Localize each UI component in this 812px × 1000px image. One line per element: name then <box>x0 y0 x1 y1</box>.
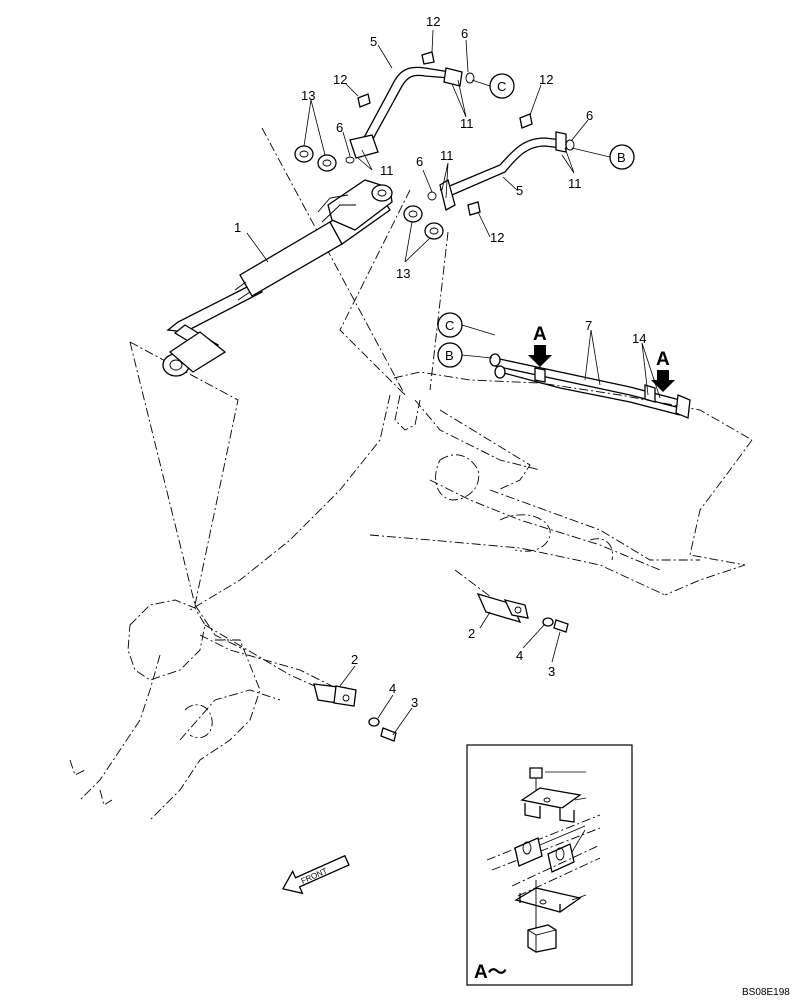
drawing-number: BS08E198 <box>742 987 790 998</box>
callout-7: 7 <box>585 318 592 333</box>
boom-outline <box>69 371 753 821</box>
pin-2-upper <box>476 592 569 633</box>
callout-12-c: 12 <box>539 72 553 87</box>
leader-lines <box>246 29 661 736</box>
detail-a-label: A～ <box>474 962 507 983</box>
callout-2-upper: 2 <box>468 626 475 641</box>
callout-13-lower: 13 <box>396 266 410 281</box>
callout-12-a: 12 <box>426 14 440 29</box>
callout-6-a: 6 <box>461 26 468 41</box>
callout-4-lower: 4 <box>389 681 396 696</box>
callout-12-d: 12 <box>490 230 504 245</box>
callout-6-b: 6 <box>336 120 343 135</box>
pipe-5-lower <box>427 113 575 216</box>
ref-c-mid-text: C <box>445 318 454 333</box>
callout-4-upper: 4 <box>516 648 523 663</box>
callout-5-upper: 5 <box>370 34 377 49</box>
callout-3-upper: 3 <box>548 664 555 679</box>
callout-3-lower: 3 <box>411 695 418 710</box>
ref-b-top-text: B <box>617 150 626 165</box>
view-a-right: A <box>656 349 670 370</box>
callout-6-d: 6 <box>586 108 593 123</box>
callout-11-d: 11 <box>568 176 582 191</box>
pipe-7 <box>489 353 691 419</box>
detail-a-view: A～ <box>466 744 633 986</box>
callout-14: 14 <box>632 331 646 346</box>
callout-12-b: 12 <box>333 72 347 87</box>
callout-1: 1 <box>234 220 241 235</box>
callout-11-c: 11 <box>440 148 454 163</box>
callout-11-a: 11 <box>460 116 474 131</box>
callout-5-lower: 5 <box>516 183 523 198</box>
view-a-left: A <box>533 324 547 345</box>
callout-13-upper: 13 <box>301 88 315 103</box>
view-arrow-left <box>528 345 552 367</box>
pipe-5-upper <box>345 51 475 164</box>
ref-circles: C B C B <box>437 73 635 368</box>
ref-b-mid-text: B <box>445 348 454 363</box>
callout-2-lower: 2 <box>351 652 358 667</box>
view-arrows: A A <box>528 324 675 392</box>
front-arrow: FRONT <box>281 854 350 895</box>
callout-6-c: 6 <box>416 154 423 169</box>
callout-11-b: 11 <box>380 163 394 178</box>
view-arrow-right <box>651 370 675 392</box>
ref-c-top-text: C <box>497 79 506 94</box>
washers-13 <box>294 145 444 240</box>
pin-2-lower <box>313 683 397 742</box>
arm-cylinder <box>162 179 393 377</box>
